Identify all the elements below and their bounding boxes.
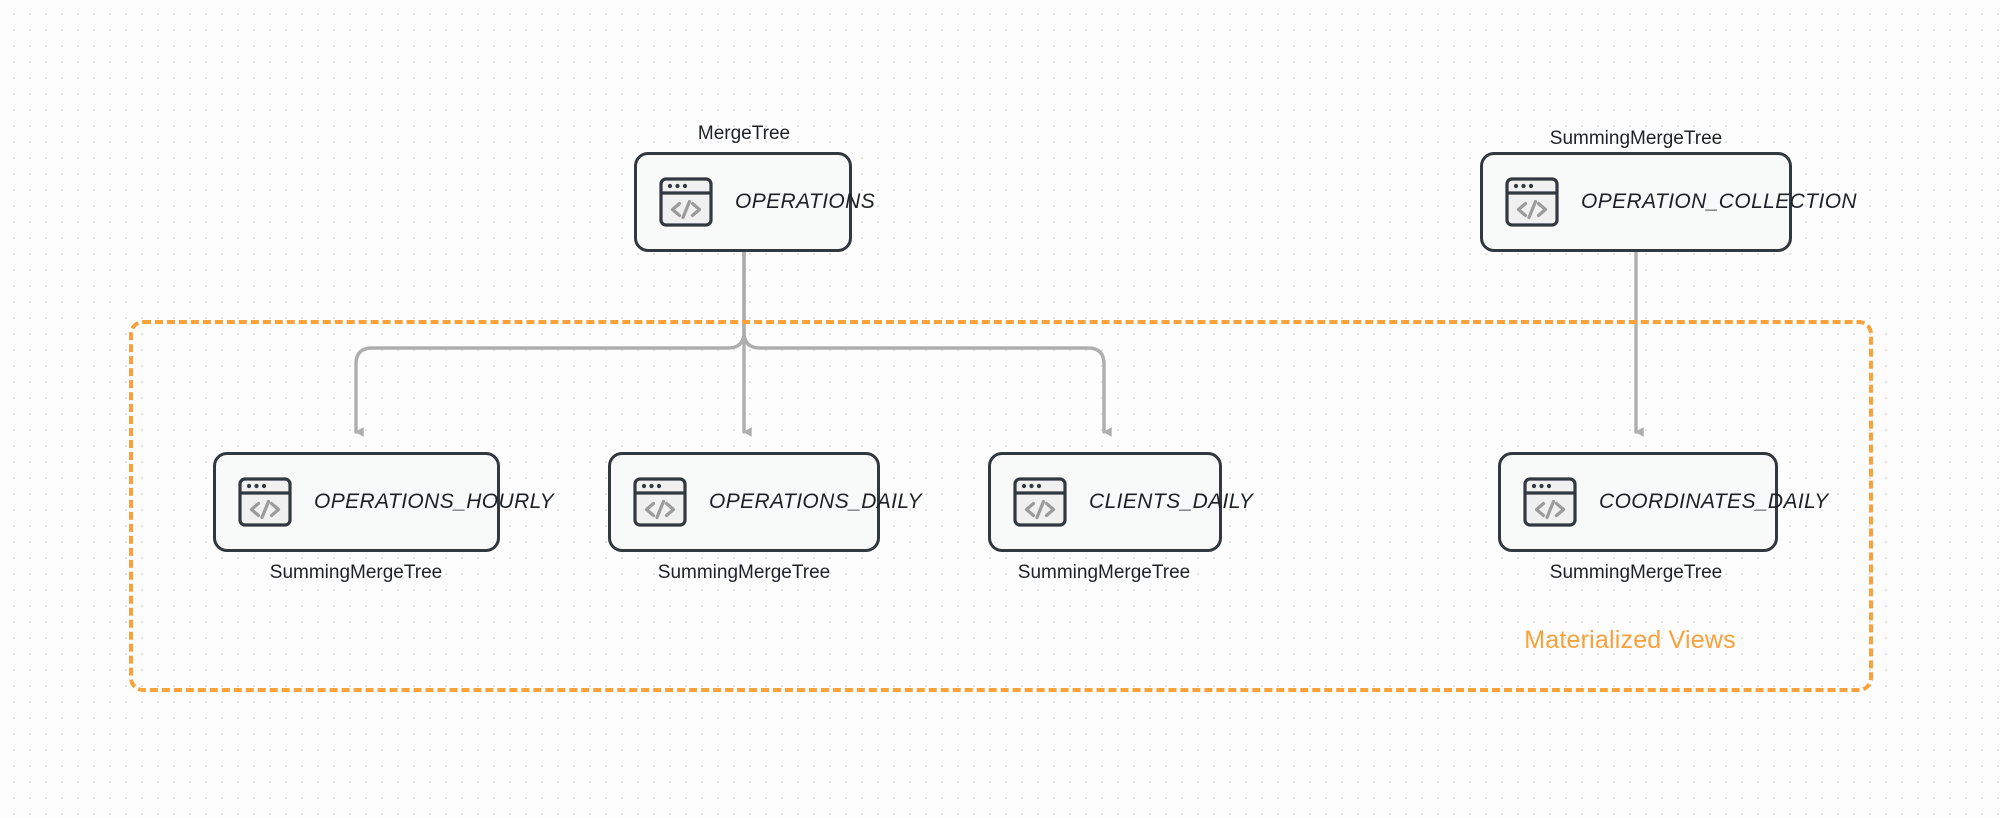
engine-label-coordinates-daily: SummingMergeTree: [1549, 562, 1723, 583]
engine-label-operations: MergeTree: [697, 123, 791, 144]
engine-label-clients-daily: SummingMergeTree: [1017, 562, 1191, 583]
code-window-icon: [1013, 477, 1067, 527]
node-operations-hourly-label: OPERATIONS_HOURLY: [314, 490, 555, 513]
node-operations-hourly[interactable]: OPERATIONS_HOURLY: [213, 452, 554, 552]
node-coordinates-daily-label: COORDINATES_DAILY: [1599, 490, 1829, 513]
node-coordinates-daily[interactable]: COORDINATES_DAILY: [1498, 452, 1828, 552]
code-window-icon: [1505, 177, 1559, 227]
code-window-icon: [633, 477, 687, 527]
code-window-icon: [238, 477, 292, 527]
materialized-views-group: [129, 320, 1873, 692]
code-window-icon: [659, 177, 713, 227]
node-operation-collection[interactable]: OPERATION_COLLECTION: [1480, 152, 1857, 252]
node-clients-daily-label: CLIENTS_DAILY: [1089, 490, 1254, 513]
engine-label-operation-collection: SummingMergeTree: [1549, 128, 1723, 149]
node-operations-daily-label: OPERATIONS_DAILY: [709, 490, 922, 513]
node-operations-daily[interactable]: OPERATIONS_DAILY: [608, 452, 922, 552]
node-operations[interactable]: OPERATIONS: [634, 152, 875, 252]
node-operation-collection-label: OPERATION_COLLECTION: [1581, 190, 1857, 213]
materialized-views-group-label: Materialized Views: [1524, 626, 1736, 654]
node-operations-label: OPERATIONS: [735, 190, 876, 213]
engine-label-operations-hourly: SummingMergeTree: [269, 562, 443, 583]
node-clients-daily[interactable]: CLIENTS_DAILY: [988, 452, 1253, 552]
code-window-icon: [1523, 477, 1577, 527]
engine-label-operations-daily: SummingMergeTree: [657, 562, 831, 583]
